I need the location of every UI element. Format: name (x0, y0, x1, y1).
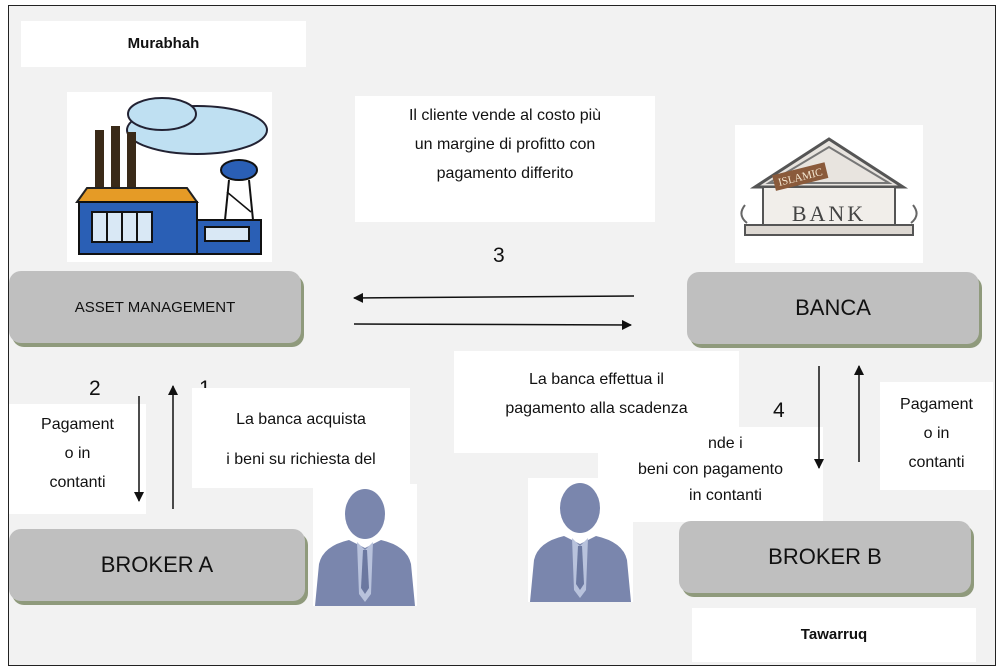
title-murabhah-box: Murabhah (21, 21, 306, 67)
node-broker-a-label: BROKER A (100, 552, 214, 577)
title-murabhah: Murabhah (127, 35, 200, 52)
note-bank-pays: La banca effettua il pagamento alla scad… (454, 351, 739, 453)
note-cash-left-line-3: contanti (49, 474, 106, 491)
title-tawarruq: Tawarruq (800, 626, 868, 643)
factory-image (67, 92, 272, 262)
note-bank-buys: La banca acquista i beni su richiesta de… (192, 388, 410, 488)
node-broker-b-label: BROKER B (768, 544, 882, 569)
step-3-label: 3 (493, 244, 505, 267)
node-asset-management: ASSET MANAGEMENT (9, 271, 301, 343)
note-bank-buys-line-2: i beni su richiesta del (226, 451, 376, 468)
bank-image: ISLAMIC BANK (735, 125, 923, 263)
note-cash-left-line-2: o in (64, 445, 91, 462)
diagram-frame: Murabhah Tawarruq Il cliente vende al (8, 5, 996, 666)
note-cash-right: Pagament o in contanti (880, 382, 993, 490)
note-client-line-3: pagamento differito (436, 165, 574, 182)
node-broker-b: BROKER B (679, 521, 971, 593)
note-bank-buys-line-1: La banca acquista (236, 411, 366, 428)
note-sells-line-3: in contanti (689, 487, 762, 504)
note-sells-line-1: nde i (708, 435, 743, 452)
step-4-label: 4 (773, 399, 785, 422)
note-cash-right-line-1: Pagament (900, 396, 973, 413)
bank-logo-bottom: BANK (792, 201, 866, 226)
note-client-line-1: Il cliente vende al costo più (408, 107, 602, 124)
note-client-sells: Il cliente vende al costo più un margine… (355, 96, 655, 222)
note-bank-pays-line-1: La banca effettua il (529, 371, 664, 388)
note-sells-line-2: beni con pagamento (638, 461, 783, 478)
person-right-image (528, 478, 633, 602)
node-banca: BANCA (687, 272, 979, 344)
arrow-bank-to-asset (353, 292, 635, 303)
note-cash-right-line-2: o in (923, 425, 950, 442)
node-asset-management-label: ASSET MANAGEMENT (74, 298, 236, 316)
person-left-image (313, 484, 417, 606)
note-cash-left: Pagament o in contanti (9, 404, 146, 514)
note-cash-right-line-3: contanti (908, 454, 965, 471)
note-sells: nde i beni con pagamento in contanti (598, 427, 823, 522)
arrows-layer (134, 292, 864, 509)
note-bank-pays-line-2: pagamento alla scadenza (505, 400, 688, 417)
node-banca-label: BANCA (795, 295, 871, 320)
node-broker-a: BROKER A (9, 529, 305, 601)
step-2-label: 2 (89, 377, 101, 400)
title-tawarruq-box: Tawarruq (692, 608, 976, 662)
note-cash-left-line-1: Pagament (41, 416, 114, 433)
arrow-asset-to-bank (353, 319, 632, 330)
note-client-line-2: un margine di profitto con (414, 136, 596, 153)
